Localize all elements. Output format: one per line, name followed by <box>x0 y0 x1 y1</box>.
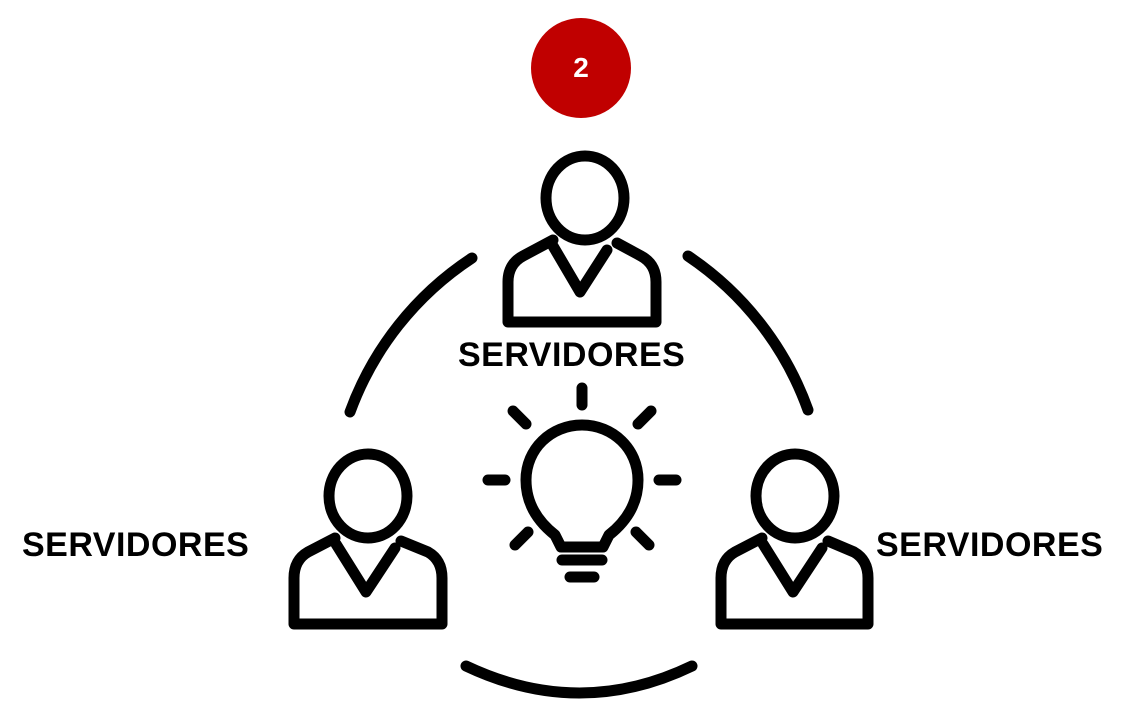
person-label-right: SERVIDORES <box>876 526 1104 564</box>
person-icon <box>288 448 448 630</box>
connector-arc-bottom <box>460 660 698 699</box>
connector-arc-top-left <box>344 252 478 418</box>
step-number: 2 <box>573 52 589 83</box>
person-icon <box>502 150 662 328</box>
step-number-badge: 2 <box>531 18 631 118</box>
person-icon <box>715 448 874 630</box>
lightbulb-icon <box>482 382 682 583</box>
person-label-left: SERVIDORES <box>22 526 250 564</box>
person-label-top: SERVIDORES <box>458 336 686 374</box>
connector-arc-top-right <box>682 250 814 416</box>
